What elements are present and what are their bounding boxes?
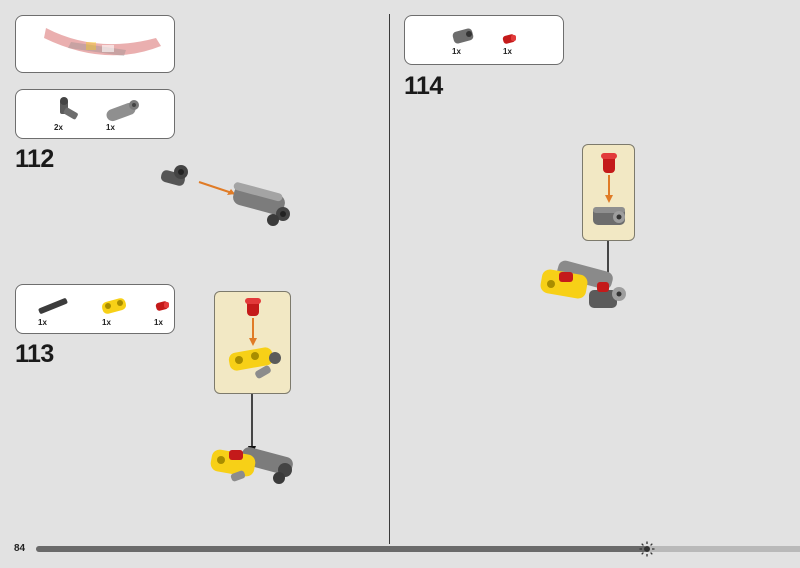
part-quantity: 2x [54,123,63,132]
pin-connector-tube-icon [233,182,290,226]
page-number: 84 [14,543,26,554]
grey-connector-icon [452,28,474,44]
pin-connector-tube-icon [106,100,139,122]
axle-connector-icon [60,97,78,120]
red-pin-icon [155,301,169,311]
red-panel-assembly-icon [44,28,161,56]
red-pin-icon [245,298,261,316]
step-112-assembly-illustration [160,165,290,226]
step-number-112: 112 [15,145,54,173]
subassembly-illustration [593,153,625,225]
progress-bar [36,541,800,557]
step-number-114: 114 [404,72,443,100]
red-pin-icon [601,153,617,173]
previous-step-preview [15,15,175,73]
yellow-connector-icon [101,298,127,314]
sun-icon [639,541,655,557]
part-quantity: 1x [154,318,163,327]
part-quantity: 1x [452,47,461,56]
part-quantity: 1x [106,123,115,132]
page-divider [389,14,390,544]
part-quantity: 1x [102,318,111,327]
step-number-113: 113 [15,340,54,368]
yellow-connector-icon [228,347,281,379]
red-pin-icon [502,34,516,44]
grey-connector-icon [593,207,625,225]
black-axle-icon [38,298,68,314]
step-113-parts-list: 1x 1x 1x [15,284,175,334]
subassembly-illustration [228,298,281,379]
step-114-assembly-illustration [540,260,626,308]
step-113-assembly-illustration [210,447,293,484]
step-114-parts-list: 1x 1x [404,15,564,65]
progress-bar-fill [36,546,648,552]
step-114-subassembly-callout [582,144,635,241]
axle-connector-icon [160,165,188,186]
step-113-subassembly-callout [214,291,291,394]
part-quantity: 1x [38,318,47,327]
step-112-parts-list: 2x 1x [15,89,175,139]
part-quantity: 1x [503,47,512,56]
